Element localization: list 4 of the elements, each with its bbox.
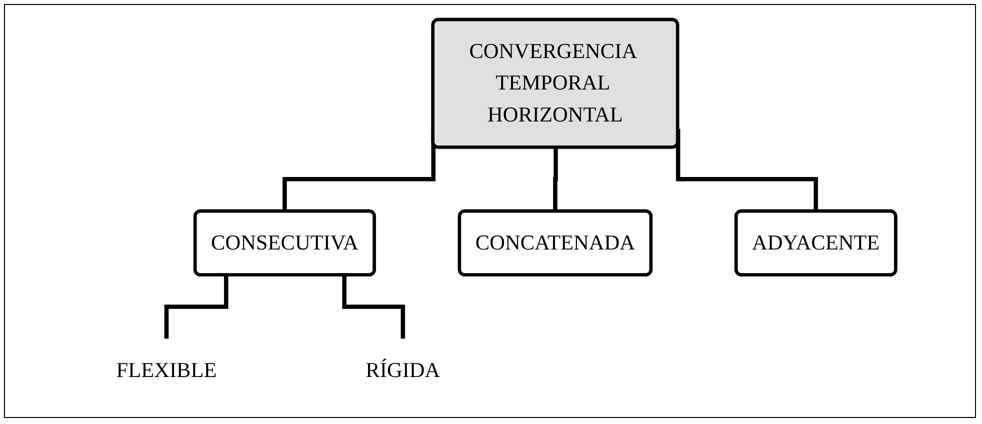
node-text: FLEXIBLE (116, 358, 217, 382)
connector (164, 275, 228, 341)
node-text: RÍGIDA (366, 358, 440, 382)
connector (342, 275, 406, 341)
